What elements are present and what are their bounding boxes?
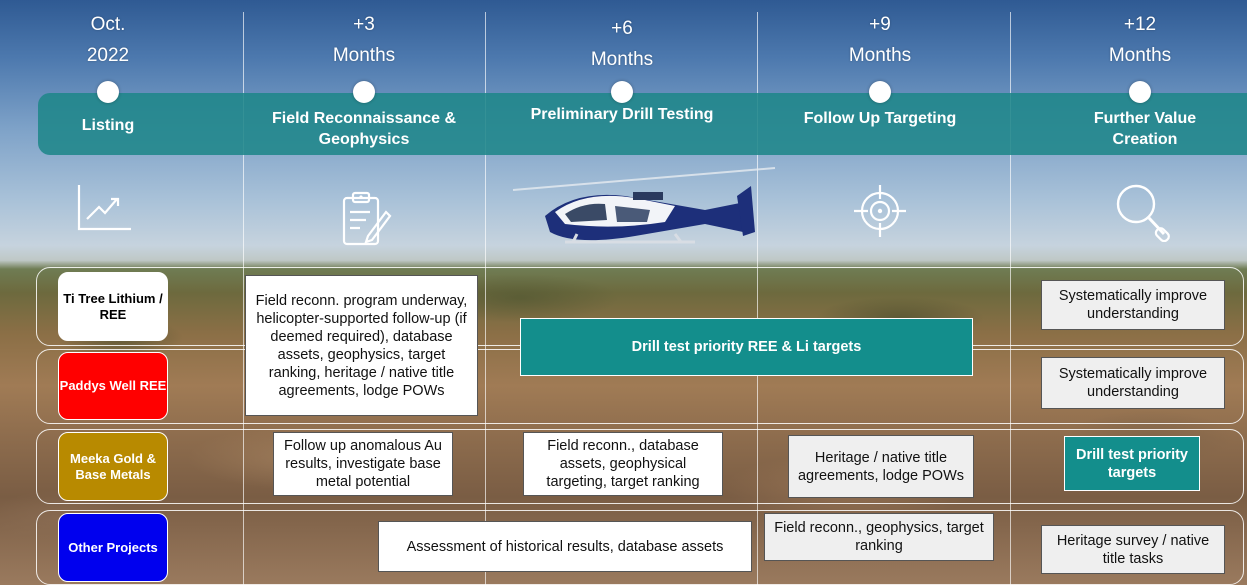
period-0-number: Oct.	[90, 14, 126, 35]
period-4-unit: Months	[1108, 45, 1172, 66]
period-3-unit: Months	[848, 45, 912, 66]
magnifier-icon	[1116, 184, 1170, 242]
stage-label-field-reconnaissance: Field Reconnaissance & Geophysics	[271, 110, 457, 148]
milestone-dot	[869, 81, 891, 103]
task-other-field-reconn: Field reconn., geophysics, target rankin…	[764, 513, 994, 561]
row-frame-meeka	[36, 429, 1244, 504]
period-1-number: +3	[353, 14, 375, 35]
task-drill-test-ree-li: Drill test priority REE & Li targets	[520, 318, 973, 376]
clipboard-icon	[342, 191, 392, 246]
stage-band	[38, 93, 1247, 155]
task-meeka-drill-test: Drill test priority targets	[1064, 436, 1200, 491]
period-4-number: +12	[1123, 14, 1157, 35]
stage-label-listing: Listing	[81, 117, 135, 134]
task-meeka-follow-up: Follow up anomalous Au results, investig…	[273, 432, 453, 496]
period-2-unit: Months	[590, 49, 654, 70]
column-divider	[243, 12, 244, 585]
task-meeka-field-reconn: Field reconn., database assets, geophysi…	[523, 432, 723, 496]
milestone-dot	[97, 81, 119, 103]
task-other-assessment: Assessment of historical results, databa…	[378, 521, 752, 572]
target-icon	[854, 185, 906, 237]
task-meeka-heritage: Heritage / native title agreements, lodg…	[788, 435, 974, 498]
project-ti-tree: Ti Tree Lithium / REE	[58, 272, 168, 341]
milestone-dot	[611, 81, 633, 103]
period-0-unit: 2022	[86, 45, 130, 66]
stage-label-preliminary-drill: Preliminary Drill Testing	[530, 106, 714, 123]
project-other: Other Projects	[58, 513, 168, 582]
stage-label-follow-up: Follow Up Targeting	[803, 110, 957, 127]
milestone-dot	[1129, 81, 1151, 103]
stage-label-further-value: Further Value Creation	[1093, 110, 1197, 148]
column-divider	[1010, 12, 1011, 585]
project-paddys-well: Paddys Well REE	[58, 352, 168, 420]
column-divider	[485, 12, 486, 585]
column-divider	[757, 12, 758, 585]
task-paddys-improve: Systematically improve understanding	[1041, 357, 1225, 409]
period-1-unit: Months	[332, 45, 396, 66]
milestone-dot	[353, 81, 375, 103]
task-field-reconn-program: Field reconn. program underway, helicopt…	[245, 275, 478, 416]
helicopter-image	[512, 167, 776, 244]
task-ti-tree-improve: Systematically improve understanding	[1041, 280, 1225, 330]
project-meeka: Meeka Gold & Base Metals	[58, 432, 168, 501]
task-other-heritage: Heritage survey / native title tasks	[1041, 525, 1225, 574]
line-chart-icon	[77, 185, 131, 231]
period-2-number: +6	[611, 18, 633, 39]
period-3-number: +9	[869, 14, 891, 35]
